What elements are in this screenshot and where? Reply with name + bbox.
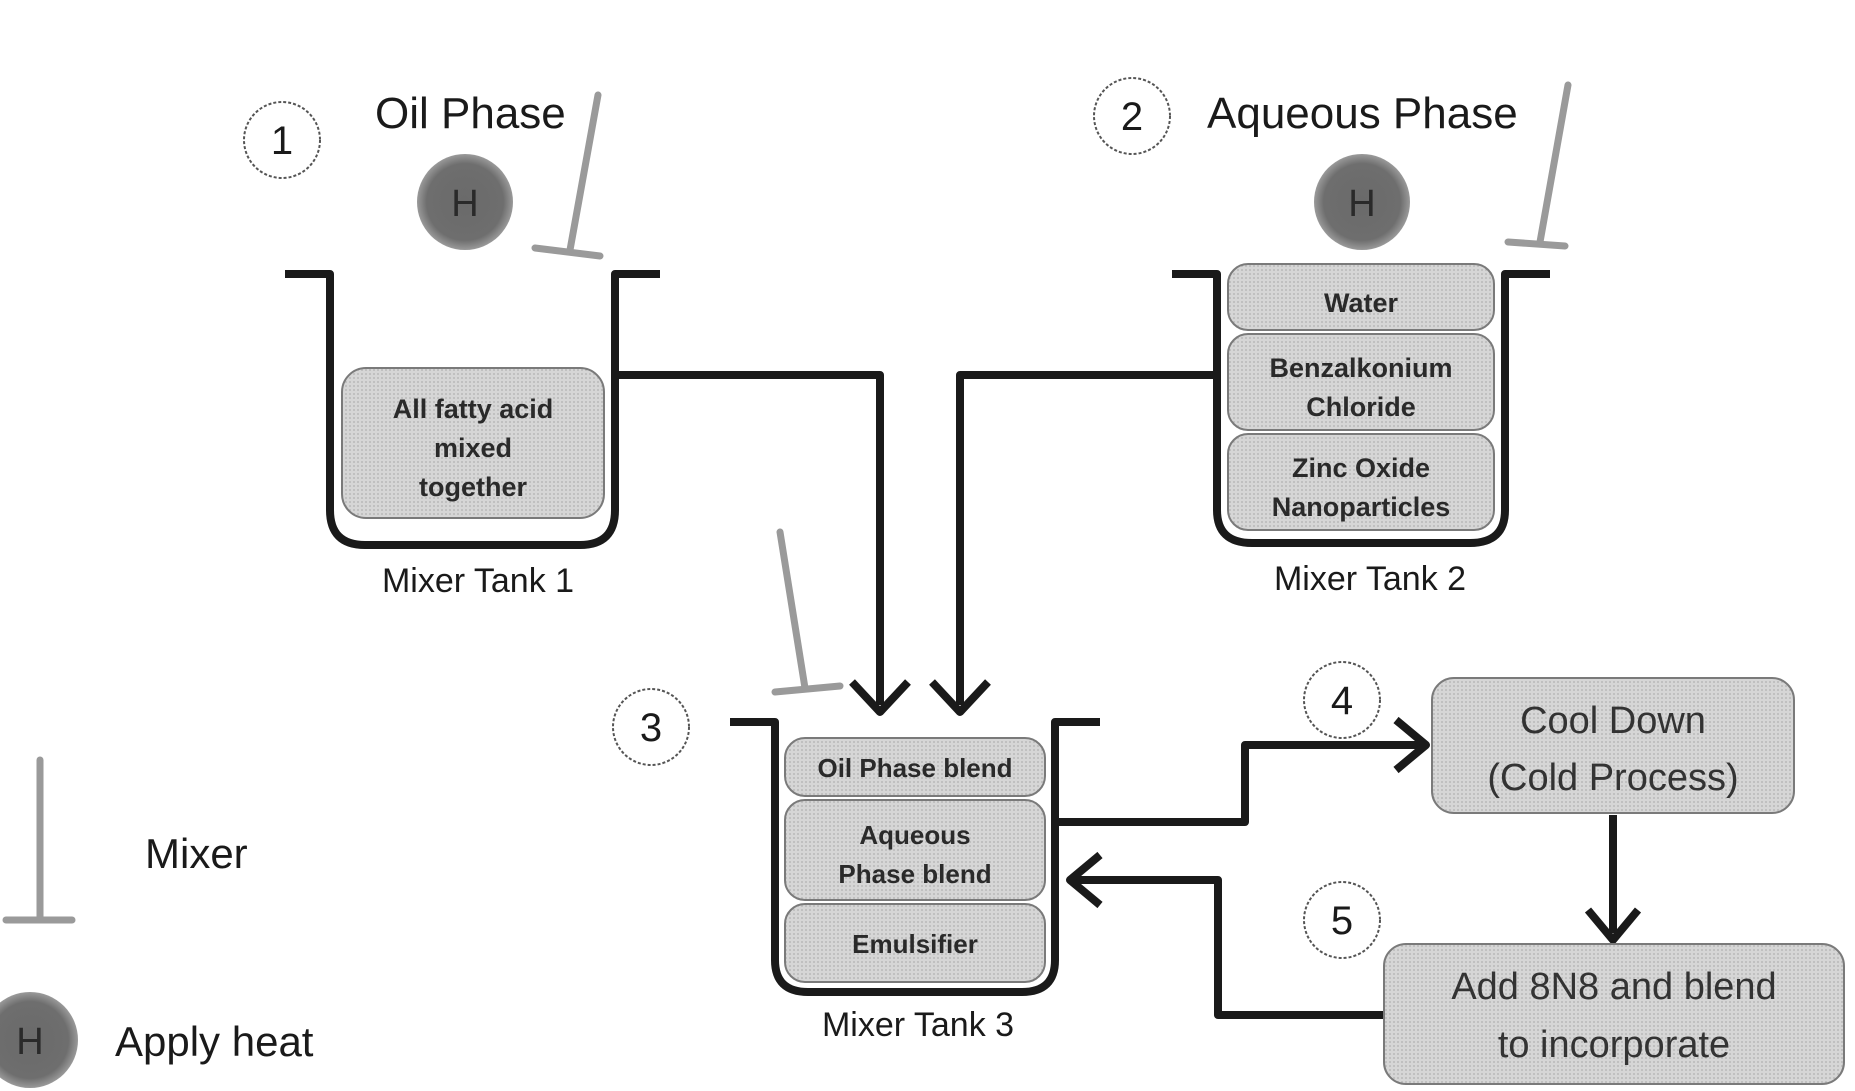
legend: Mixer H Apply heat: [0, 760, 314, 1088]
heat-icon: H: [1314, 154, 1410, 250]
legend-mixer-label: Mixer: [145, 830, 248, 877]
arrow-icon: [960, 375, 1214, 705]
add-8n8-line2: to incorporate: [1498, 1024, 1730, 1066]
cool-down-line2: (Cold Process): [1487, 757, 1738, 799]
mixer-icon: [6, 760, 72, 920]
tank1-contents-line3: together: [419, 472, 527, 502]
arrow-icon: [619, 375, 880, 705]
tank2-benzalkonium-line1: Benzalkonium: [1269, 353, 1452, 383]
heat-icon: H: [0, 992, 78, 1088]
add-8n8-line1: Add 8N8 and blend: [1451, 966, 1776, 1008]
step-1-marker: 1: [244, 102, 320, 178]
arrow-icon: [1059, 745, 1420, 822]
svg-text:H: H: [451, 183, 478, 225]
step-5-marker: 5: [1304, 882, 1380, 958]
step-2-number: 2: [1121, 95, 1143, 139]
cool-down-line1: Cool Down: [1520, 700, 1706, 742]
step-1-number: 1: [271, 119, 293, 163]
mixer-tank-2: Water Benzalkonium Chloride Zinc Oxide N…: [1172, 264, 1550, 598]
mixer-tank-1: All fatty acid mixed together Mixer Tank…: [285, 274, 660, 600]
tank2-water: Water: [1324, 288, 1399, 318]
tank2-zinc-line1: Zinc Oxide: [1292, 453, 1430, 483]
legend-heat-label: Apply heat: [115, 1018, 314, 1065]
tank2-benzalkonium-line2: Chloride: [1306, 392, 1416, 422]
mixer-icon: [775, 532, 840, 692]
step-4-number: 4: [1331, 679, 1353, 723]
tank3-emulsifier: Emulsifier: [852, 929, 978, 959]
aqueous-phase-title: Aqueous Phase: [1207, 89, 1518, 138]
step-2-marker: 2: [1094, 78, 1170, 154]
tank2-zinc-line2: Nanoparticles: [1272, 492, 1451, 522]
mixer-tank-3: Oil Phase blend Aqueous Phase blend Emul…: [730, 722, 1100, 1044]
add-8n8-box: Add 8N8 and blend to incorporate: [1384, 944, 1844, 1084]
tank2-label: Mixer Tank 2: [1274, 560, 1466, 598]
step-5-number: 5: [1331, 899, 1353, 943]
step-3-marker: 3: [613, 689, 689, 765]
heat-icon: H: [417, 154, 513, 250]
step-3-number: 3: [640, 706, 662, 750]
svg-text:H: H: [1348, 183, 1375, 225]
tank1-label: Mixer Tank 1: [382, 562, 574, 600]
tank1-contents-line1: All fatty acid: [393, 394, 554, 424]
tank1-contents-line2: mixed: [434, 433, 512, 463]
cool-down-box: Cool Down (Cold Process): [1432, 678, 1794, 813]
tank3-oil-blend: Oil Phase blend: [817, 753, 1012, 783]
tank3-label: Mixer Tank 3: [822, 1006, 1014, 1044]
oil-phase-title: Oil Phase: [375, 89, 566, 138]
tank3-aqueous-blend-line1: Aqueous: [859, 820, 970, 850]
tank3-aqueous-blend-line2: Phase blend: [838, 859, 991, 889]
step-4-marker: 4: [1304, 662, 1380, 738]
svg-text:H: H: [16, 1021, 43, 1063]
